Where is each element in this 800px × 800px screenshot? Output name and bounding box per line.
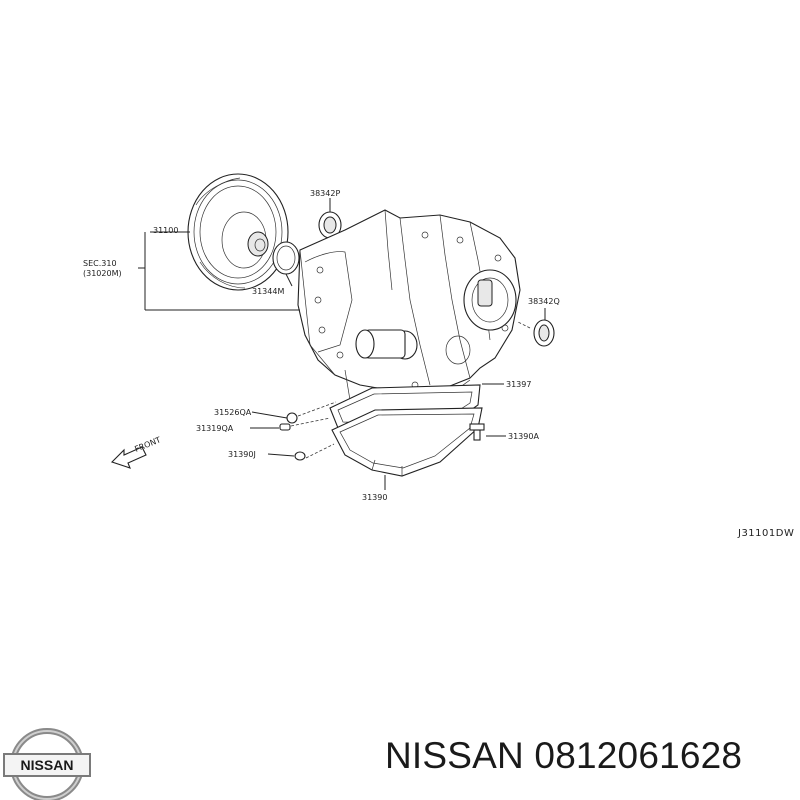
callout-31390: 31390	[362, 493, 387, 502]
callout-31390j: 31390J	[228, 450, 256, 459]
leader-lines	[138, 198, 546, 490]
front-label: FRONT	[133, 435, 162, 454]
callout-sec310: SEC.310	[83, 259, 117, 268]
front-arrow: FRONT	[110, 435, 162, 469]
callout-sec310-ref: (31020M)	[83, 269, 122, 278]
callout-31397: 31397	[506, 380, 531, 389]
callout-31319qa: 31319QA	[196, 424, 234, 433]
o-ring-31344m	[272, 241, 300, 275]
bolt-31319qa	[279, 423, 291, 431]
bolt-31390a	[469, 423, 485, 441]
callout-38342q: 38342Q	[528, 297, 560, 306]
callout-31390a: 31390A	[508, 432, 539, 441]
callout-31344m: 31344M	[252, 287, 284, 296]
diagram-code: J31101DW	[737, 528, 794, 539]
nissan-logo: NISSAN	[3, 728, 91, 800]
washer-31390j	[294, 451, 306, 461]
callout-31100: 31100	[153, 226, 178, 235]
transmission-case	[297, 209, 521, 412]
seal-38342q	[533, 319, 555, 347]
callout-31526qa: 31526QA	[214, 408, 252, 417]
page-title: NISSAN 0812061628	[385, 735, 743, 776]
callout-38342p: 38342P	[310, 189, 340, 198]
oil-pan-31390	[331, 407, 483, 477]
torque-converter	[187, 173, 289, 291]
plug-31526qa	[286, 412, 298, 424]
nissan-logo-text: NISSAN	[21, 757, 74, 773]
